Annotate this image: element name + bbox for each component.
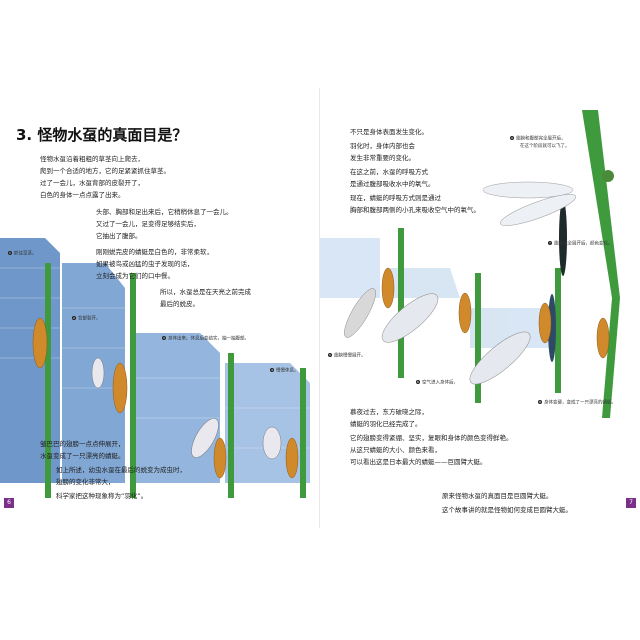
left-text-line: 它抽出了腹部。 [96,232,142,240]
left-text-line: 所以，水虿总是在天亮之前完成 [160,288,251,296]
dragonfly-figures [344,170,614,385]
left-text-line: 如果被鸟或凶猛的虫子发现的话， [96,260,194,268]
larva-figures [32,317,299,479]
right-text-line: 在这之前，水虿的呼吸方式 [350,168,428,176]
page-number-left: 6 [4,498,14,508]
plant-stems [398,110,620,418]
caption: 在这个阶段就可以飞了。 [520,144,570,149]
right-end-text-line: 原来怪物水虿的真面目是巨圆臂大蜓。 [442,492,553,500]
left-page: 3. 怪物水虿的真面目是？ 怪物水虿沿着粗粗的草茎向上爬去， 爬到一个合适的地方… [0,88,320,528]
left-bottom-text-line: 如上所述，幼虫水虿在最后的蜕变为成虫时， [56,466,186,474]
water-panels [0,238,310,483]
emerging-dragonfly-figures [91,357,282,460]
right-text-line: 胸部和腹部两侧的小孔来吸收空气中的氧气。 [350,206,480,214]
left-bottom-text-line: 翅膀的变化非常大， [56,478,115,486]
right-bottom-text-line: 可以看出这是日本最大的蜻蜓——巨圆臂大蜓。 [350,458,487,466]
left-text-line: 头部、胸部和足出来后，它稍稍休息了一会儿。 [96,208,233,216]
page-number-right: 7 [626,498,636,508]
section-title: 3. 怪物水虿的真面目是？ [16,126,188,144]
right-page: 不只是身体表面发生变化。 羽化时，身体内部也会 发生非常重要的变化。 在这之前，… [320,88,640,528]
left-text-line: 过了一会儿，水虿背部的皮裂开了， [40,179,144,187]
left-text-line: 白色的身体一点点露了出来。 [40,191,125,199]
left-text-line: 立刻会成为它们的口中餐。 [96,272,174,280]
left-bottom-text-line: 皱巴巴的翅膀一点点伸展开， [40,440,125,448]
left-illustration [0,238,310,498]
left-text-line: 刚刚蜕完皮的蜻蜓是白色的，非常柔软， [96,248,213,256]
right-bottom-text-line: 从这只蜻蜓的大小、颜色来看， [350,446,441,454]
left-text-line: 爬到一个合适的地方，它的足紧紧抓住草茎。 [40,167,170,175]
right-text-line: 不只是身体表面发生变化。 [350,128,428,136]
left-bottom-text-line: 科学家把这种现象称为“羽化”。 [56,492,148,500]
left-bottom-text-line: 水虿变成了一只漂亮的蜻蜓。 [40,452,125,460]
right-text-line: 现在，蜻蜓的呼吸方式则是通过 [350,194,441,202]
right-text-line: 发生非常重要的变化。 [350,154,415,162]
plant-stems [45,263,306,498]
right-bottom-text-line: 它的翅膀变得紧绷、坚实，复眼和身体的颜色变得鲜艳。 [350,434,513,442]
right-illustration [320,110,620,418]
right-end-text-line: 这个故事讲的就是怪物如何变成巨圆臂大蜓。 [442,506,572,514]
right-bottom-text-line: 蜻蜓的羽化已经完成了。 [350,420,422,428]
book-spread: 3. 怪物水虿的真面目是？ 怪物水虿沿着粗粗的草茎向上爬去， 爬到一个合适的地方… [0,88,640,528]
water-panels [320,238,560,348]
right-text-line: 是通过腹部吸收水中的氧气。 [350,180,435,188]
exuvia-figures [381,267,610,359]
right-text-line: 羽化时，身体内部也会 [350,142,415,150]
right-bottom-text-line: 慕夜过去，东方破晓之际， [350,408,428,416]
left-text-line: 最后的蜕皮。 [160,300,199,308]
left-text-line: 又过了一会儿，足变得足够结实后， [96,220,200,228]
left-text-line: 怪物水虿沿着粗粗的草茎向上爬去， [40,155,144,163]
